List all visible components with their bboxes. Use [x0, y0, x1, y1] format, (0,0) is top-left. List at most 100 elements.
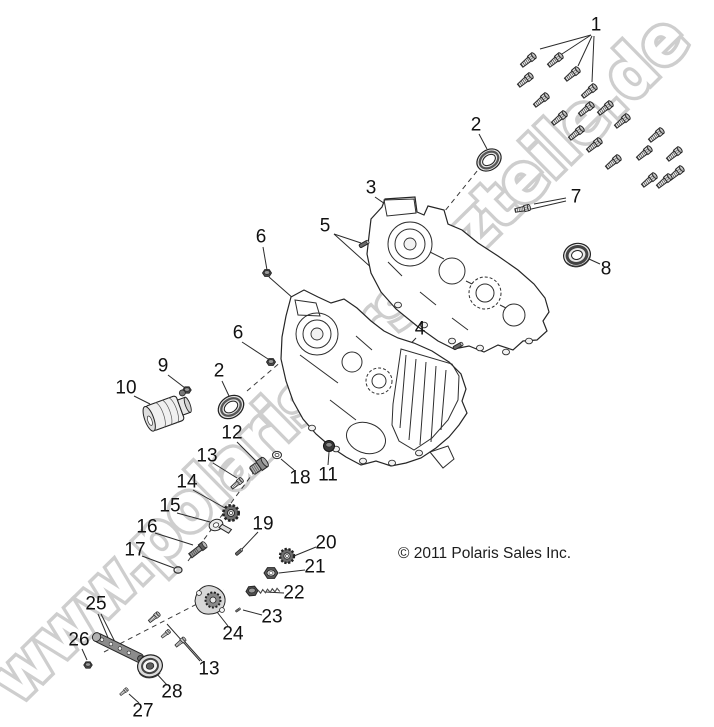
- leader-line-callout-22: [264, 591, 285, 594]
- small-parts-layer: [83, 52, 685, 696]
- leader-line-callout-23: [242, 609, 263, 616]
- leader-line-callout-20: [293, 546, 317, 557]
- crankcase-bolt-01: [519, 52, 537, 68]
- leader-line-callout-17: [141, 555, 175, 569]
- pin-19: [235, 548, 243, 556]
- callout-number-26-27: 26: [68, 630, 89, 651]
- crankcase-bolt-07: [550, 110, 568, 126]
- leader-line-callout-11: [327, 451, 330, 466]
- tab-washer-15: [208, 518, 233, 534]
- bearing-8: [563, 242, 591, 268]
- leader-line-callout-26: [81, 648, 88, 661]
- callout-number-19-20: 19: [252, 514, 273, 535]
- callout-number-3-2: 3: [366, 178, 377, 199]
- callout-number-2-9: 2: [214, 361, 225, 382]
- leader-line-callout-2: [478, 133, 488, 150]
- dowel-pin-5b: [452, 341, 464, 351]
- callout-number-1-0: 1: [591, 15, 602, 36]
- callout-number-23-24: 23: [261, 607, 282, 628]
- callout-number-7-5: 7: [571, 187, 582, 208]
- crankcase-bolt-14: [647, 127, 665, 143]
- callout-number-18-14: 18: [289, 468, 310, 489]
- crankcase-bolt-18: [640, 172, 658, 188]
- callout-number-13-13: 13: [196, 446, 217, 467]
- leader-line-callout-21: [278, 569, 306, 574]
- pulley-28: [136, 654, 164, 679]
- leader-line-callout-5: [333, 233, 362, 244]
- crankcase-bolt-05: [516, 72, 534, 88]
- callout-number-2-1: 2: [471, 115, 482, 136]
- leader-line-callout-14: [192, 489, 226, 509]
- leader-line-callout-19: [241, 531, 259, 550]
- leader-line-callout-6: [241, 341, 269, 360]
- assembly-axis-line-1: [435, 149, 495, 223]
- leader-line-callout-6: [268, 276, 295, 300]
- crankcase-bolt-13: [604, 154, 622, 170]
- pin-23: [235, 607, 241, 613]
- crankcase-bolt-04: [580, 83, 598, 99]
- washer-18: [271, 450, 283, 460]
- leader-line-callout-13: [212, 462, 238, 479]
- leader-line-callout-8: [588, 258, 601, 265]
- leader-line-callout-9: [167, 374, 186, 389]
- callout-number-22-23: 22: [283, 583, 304, 604]
- shift-stud-b: [160, 629, 171, 639]
- nut-26: [83, 661, 93, 669]
- ring-17: [173, 566, 183, 574]
- leader-line-callout-7: [526, 200, 567, 211]
- leader-line-callout-24: [216, 611, 229, 627]
- cap-plug-11: [323, 440, 335, 452]
- screw-spring-22: [245, 585, 281, 597]
- leader-line-callout-15: [176, 512, 211, 523]
- callout-number-8-6: 8: [601, 259, 612, 280]
- callout-number-11-15: 11: [318, 465, 338, 486]
- callout-number-24-25: 24: [222, 624, 244, 645]
- leader-line-callout-1: [577, 35, 593, 67]
- leader-line-callout-1: [539, 34, 592, 50]
- crankcase-bolt-15: [635, 145, 653, 161]
- crankcase-bolt-11: [567, 125, 585, 141]
- leader-line-callout-25: [97, 613, 110, 641]
- crankcase-bolt-19: [655, 173, 673, 189]
- leader-line-callout-6: [262, 246, 268, 271]
- screw-27: [119, 687, 129, 696]
- leader-line-callout-16: [154, 532, 194, 546]
- callout-number-9-10: 9: [158, 356, 169, 377]
- crankcase-bolt-16: [665, 146, 683, 162]
- leader-line-callout-2: [221, 380, 230, 397]
- crankcase-bolt-12: [585, 137, 603, 153]
- copyright-text: © 2011 Polaris Sales Inc.: [398, 545, 571, 562]
- leader-line-callout-27: [128, 693, 140, 704]
- oil-seal-2-left: [217, 394, 245, 420]
- nut-6-mid: [265, 358, 277, 366]
- crankcase-bolt-02: [546, 52, 564, 68]
- callout-number-27-30: 27: [132, 701, 153, 722]
- callout-number-6-8: 6: [233, 323, 244, 344]
- callout-number-13-28: 13: [198, 659, 219, 680]
- callout-number-4-7: 4: [415, 319, 426, 340]
- oil-seal-2-top: [476, 148, 502, 172]
- callout-number-25-26: 25: [85, 594, 106, 615]
- bracket-25: [91, 632, 145, 663]
- cover-24: [194, 585, 226, 615]
- gear-20: [278, 547, 296, 565]
- callout-number-28-29: 28: [161, 682, 182, 703]
- shift-stud-a: [147, 611, 161, 624]
- gear-14: [221, 503, 241, 523]
- callout-number-10-11: 10: [115, 378, 136, 399]
- leader-line-callout-1: [561, 34, 592, 55]
- callout-number-6-4: 6: [256, 227, 267, 248]
- crankcase-bolt-08: [577, 101, 595, 117]
- leader-line-callout-10: [133, 395, 151, 405]
- callout-number-14-16: 14: [176, 472, 198, 493]
- leader-line-callout-12: [236, 441, 257, 462]
- nut-6-top: [261, 269, 273, 277]
- crankcase-bolt-09: [596, 100, 614, 116]
- dowel-pin-5a: [358, 239, 370, 249]
- callout-number-5-3: 5: [320, 216, 331, 237]
- callout-number-17-19: 17: [124, 540, 145, 561]
- shaft-16: [188, 541, 208, 559]
- bolt-13-upper: [230, 477, 244, 490]
